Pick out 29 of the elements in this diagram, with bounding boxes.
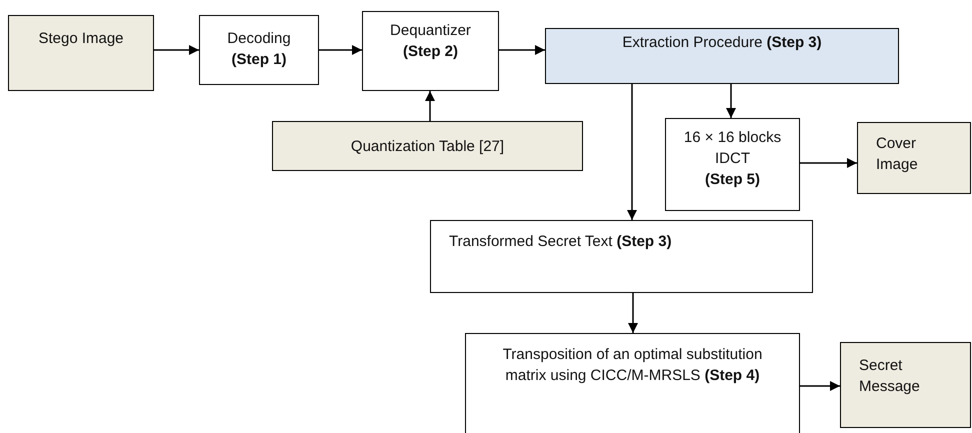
data-box	[840, 342, 971, 428]
arrow	[425, 91, 435, 121]
node-label: Transposition of an optimal substitution matrix using CICC/M-MRSLS (Step 4)	[502, 345, 764, 386]
process-box	[465, 333, 800, 433]
node-label: Stego Image	[37, 29, 125, 49]
node-label: Secret Message	[858, 356, 921, 397]
arrow	[319, 45, 362, 55]
arrow	[154, 45, 199, 55]
process-box	[362, 11, 499, 91]
arrow	[800, 158, 857, 168]
arrow	[627, 84, 637, 220]
process-box	[665, 118, 800, 211]
node-label: Transformed Secret Text (Step 3)	[448, 232, 673, 252]
process-box	[430, 220, 813, 293]
arrow	[800, 381, 840, 391]
node-label: 16 × 16 blocks IDCT (Step 5)	[682, 128, 782, 190]
data-box	[8, 15, 154, 91]
process-box	[545, 28, 899, 84]
process-box	[199, 15, 319, 85]
node-label: Extraction Procedure (Step 3)	[621, 33, 823, 53]
node-label: Dequantizer (Step 2)	[389, 21, 472, 62]
arrow	[628, 293, 638, 333]
node-label: Quantization Table [27]	[350, 137, 506, 157]
node-label: Decoding (Step 1)	[226, 29, 292, 70]
arrow	[499, 45, 545, 55]
node-label: Cover Image	[875, 134, 919, 175]
data-box	[272, 121, 583, 171]
data-box	[857, 122, 971, 194]
arrow	[726, 84, 736, 118]
